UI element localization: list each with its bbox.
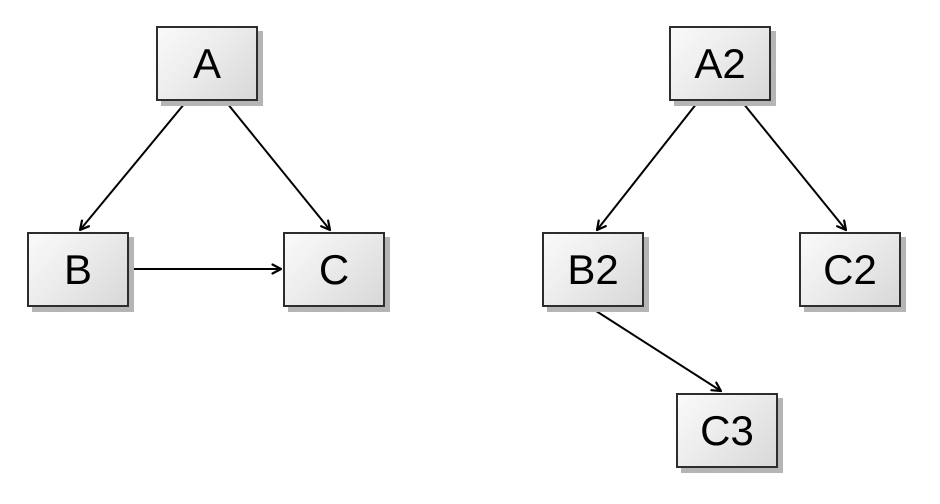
node-a2: A2: [669, 26, 771, 101]
node-c: C: [283, 232, 385, 307]
edge-a2-to-b2: [595, 102, 698, 232]
node-label: C: [318, 245, 350, 293]
edge-a-to-b: [78, 102, 186, 232]
node-c2: C2: [799, 232, 901, 307]
node-label: B2: [567, 245, 619, 293]
edge-a2-to-c2: [742, 102, 848, 232]
node-label: C3: [700, 406, 754, 454]
edge-b2-to-c3: [592, 308, 723, 393]
node-label: B: [63, 245, 92, 293]
node-b2: B2: [542, 232, 644, 307]
node-label: A: [192, 39, 221, 87]
node-label: A2: [694, 39, 746, 87]
node-a: A: [156, 26, 258, 101]
node-b: B: [27, 232, 129, 307]
node-c3: C3: [676, 393, 778, 468]
node-label: C2: [823, 245, 877, 293]
edge-a-to-c: [226, 102, 332, 232]
